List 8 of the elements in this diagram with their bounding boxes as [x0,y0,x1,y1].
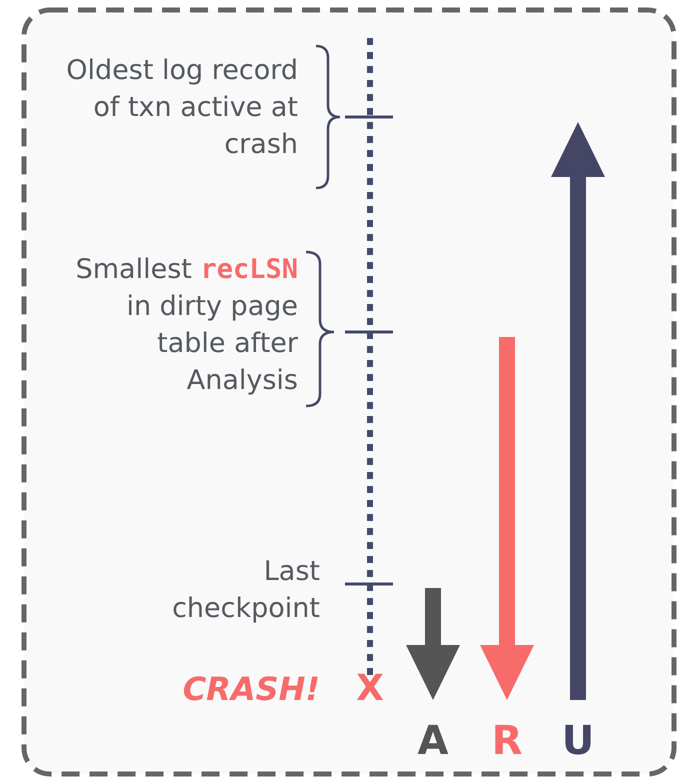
phase-label: A [416,718,450,764]
annotation-text: Oldest log record of txn active at crash [65,54,298,162]
phase-label: U [560,718,596,764]
annotation-text: Smallest recLSN in dirty page table after Analysis [74,253,298,398]
phase-label: R [490,718,524,764]
annotation-text: Last checkpoint [171,555,320,626]
crash-label: CRASH! [182,670,320,708]
crash-mark: X [355,668,385,709]
